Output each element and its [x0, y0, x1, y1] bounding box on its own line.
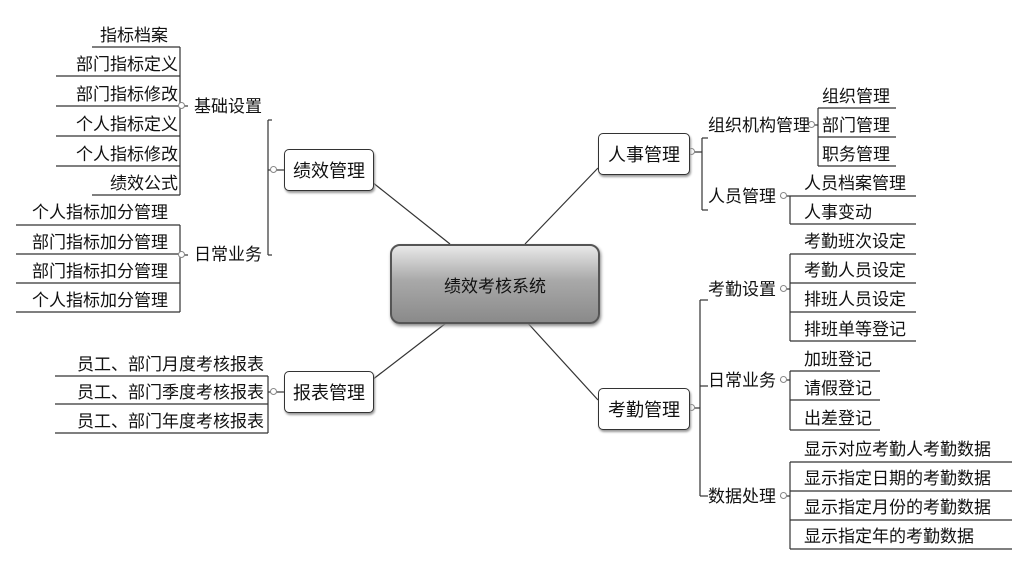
leaf-item[interactable]: 考勤班次设定 [804, 232, 906, 252]
leaf-item[interactable]: 组织管理 [822, 87, 890, 107]
leaf-item[interactable]: 绩效公式 [110, 174, 178, 194]
collapse-marker[interactable] [780, 285, 787, 292]
leaf-item[interactable]: 个人指标修改 [76, 145, 178, 165]
leaf-item[interactable]: 部门指标定义 [76, 55, 178, 75]
collapse-marker[interactable] [270, 388, 277, 395]
node-perf-label: 绩效管理 [293, 161, 365, 182]
collapse-marker[interactable] [808, 121, 815, 128]
leaf-item[interactable]: 指标档案 [100, 26, 168, 46]
leaf-item[interactable]: 显示指定年的考勤数据 [804, 527, 974, 547]
node-daily-business-right[interactable]: 日常业务 [708, 371, 776, 391]
leaf-item[interactable]: 考勤人员设定 [804, 261, 906, 281]
leaf-item[interactable]: 员工、部门季度考核报表 [77, 383, 264, 403]
leaf-item[interactable]: 部门指标修改 [76, 85, 178, 105]
leaf-item[interactable]: 人事变动 [804, 203, 872, 223]
node-staff-management[interactable]: 人员管理 [708, 187, 776, 207]
leaf-item[interactable]: 部门指标扣分管理 [32, 262, 168, 282]
leaf-item[interactable]: 部门管理 [822, 116, 890, 136]
node-hr-management[interactable]: 人事管理 [598, 133, 690, 175]
leaf-item[interactable]: 排班单等登记 [804, 320, 906, 340]
node-data-processing[interactable]: 数据处理 [708, 487, 776, 507]
root-node[interactable]: 绩效考核系统 [390, 244, 600, 324]
leaf-item[interactable]: 显示指定日期的考勤数据 [804, 469, 991, 489]
leaf-item[interactable]: 出差登记 [804, 409, 872, 429]
leaf-item[interactable]: 个人指标加分管理 [32, 203, 168, 223]
collapse-marker[interactable] [780, 492, 787, 499]
node-report-label: 报表管理 [293, 383, 365, 404]
collapse-marker[interactable] [178, 102, 185, 109]
node-attendance-management[interactable]: 考勤管理 [598, 388, 690, 430]
collapse-marker[interactable] [780, 376, 787, 383]
leaf-item[interactable]: 排班人员设定 [804, 290, 906, 310]
node-hr-label: 人事管理 [608, 145, 680, 166]
collapse-marker[interactable] [178, 251, 185, 258]
root-label: 绩效考核系统 [444, 276, 546, 297]
node-basic-settings[interactable]: 基础设置 [194, 97, 262, 117]
node-att-label: 考勤管理 [608, 400, 680, 421]
collapse-marker[interactable] [270, 166, 277, 173]
node-daily-business-left[interactable]: 日常业务 [194, 245, 262, 265]
leaf-item[interactable]: 职务管理 [822, 145, 890, 165]
leaf-item[interactable]: 个人指标定义 [76, 115, 178, 135]
node-perf-management[interactable]: 绩效管理 [284, 149, 374, 191]
leaf-item[interactable]: 员工、部门年度考核报表 [77, 412, 264, 432]
node-attendance-setup[interactable]: 考勤设置 [708, 280, 776, 300]
leaf-item[interactable]: 员工、部门月度考核报表 [77, 355, 264, 375]
leaf-item[interactable]: 人员档案管理 [804, 174, 906, 194]
collapse-marker[interactable] [780, 192, 787, 199]
node-report-management[interactable]: 报表管理 [284, 371, 374, 413]
leaf-item[interactable]: 部门指标加分管理 [32, 233, 168, 253]
leaf-item[interactable]: 个人指标加分管理 [32, 291, 168, 311]
leaf-item[interactable]: 请假登记 [804, 379, 872, 399]
leaf-item[interactable]: 显示指定月份的考勤数据 [804, 498, 991, 518]
leaf-item[interactable]: 加班登记 [804, 350, 872, 370]
node-org-management[interactable]: 组织机构管理 [708, 116, 810, 136]
leaf-item[interactable]: 显示对应考勤人考勤数据 [804, 440, 991, 460]
